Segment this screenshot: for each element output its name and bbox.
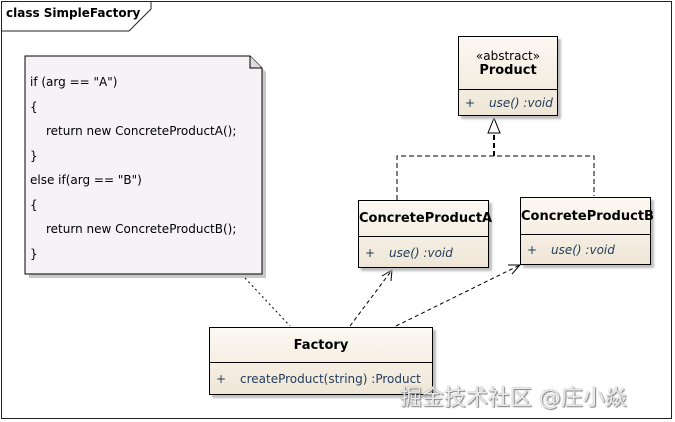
dependency-a-arrow xyxy=(381,269,393,282)
visibility-public: + xyxy=(365,245,376,260)
class-concrete-product-a[interactable]: ConcreteProductA + use() :void xyxy=(358,200,493,268)
class-factory[interactable]: Factory + createProduct(string) :Product xyxy=(209,327,433,395)
note-line: if (arg == "A") xyxy=(30,75,118,89)
dependency-b-line xyxy=(395,264,521,327)
visibility-public: + xyxy=(465,96,476,110)
visibility-public: + xyxy=(527,243,538,257)
dependency-a-line xyxy=(349,269,393,327)
class-concrete-product-b[interactable]: ConcreteProductB + use() :void xyxy=(520,197,654,265)
operation: createProduct(string) :Product xyxy=(240,372,421,386)
class-name: ConcreteProductA xyxy=(359,211,493,226)
class-product[interactable]: «abstract» Product + use() :void xyxy=(458,36,558,116)
dependency-b-arrow xyxy=(508,264,522,275)
frame-tab xyxy=(1,1,152,32)
note-line: { xyxy=(30,197,38,212)
class-name: ConcreteProductB xyxy=(521,208,654,224)
realization-arrowhead xyxy=(487,116,501,134)
visibility-public: + xyxy=(216,372,227,386)
class-name: Factory xyxy=(293,337,349,353)
watermark: 掘金技术社区 @庄小焱 xyxy=(400,386,627,411)
note-text: if (arg == "A") { return new ConcretePro… xyxy=(30,70,236,266)
note-line: else if(arg == "B") xyxy=(30,173,142,187)
operation: use() :void xyxy=(389,245,453,260)
operation: use() :void xyxy=(551,243,615,257)
note-line: } xyxy=(30,148,38,163)
operation: use() :void xyxy=(489,96,553,110)
note-line: return new ConcreteProductB(); xyxy=(46,222,237,236)
note-link-line xyxy=(244,277,291,327)
note-line: { xyxy=(30,99,38,114)
note-line: return new ConcreteProductA(); xyxy=(46,124,237,138)
class-name: Product xyxy=(479,62,537,78)
note-line: } xyxy=(30,246,38,261)
note-shape xyxy=(24,55,266,278)
class-stereotype: «abstract» xyxy=(475,48,541,63)
frame-title: class SimpleFactory xyxy=(6,6,141,20)
realization-a-line xyxy=(396,155,595,200)
